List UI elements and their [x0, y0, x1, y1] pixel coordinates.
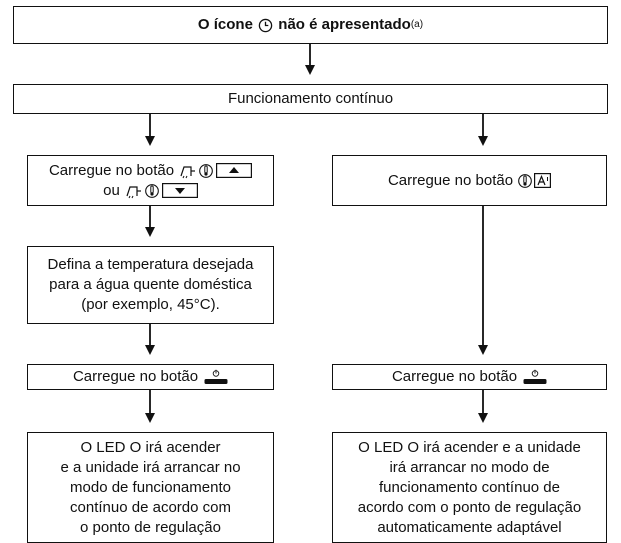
left-step2-line3: (por exemplo, 45°C). — [81, 296, 220, 313]
right-step1-box: Carregue no botão — [332, 155, 607, 206]
left-step2-line2: para a água quente doméstica — [49, 276, 252, 293]
left-step4-box: O LED O irá acender e a unidade irá arra… — [27, 432, 274, 543]
title-note: (a) — [410, 19, 424, 30]
left-step3-box: Carregue no botão — [27, 364, 274, 390]
right-step3-box: Carregue no botão — [332, 364, 607, 390]
tap-icon — [180, 165, 196, 178]
left-step3-label: Carregue no botão — [72, 368, 199, 385]
title-post: não é apresentado — [274, 16, 411, 33]
title-box: O ícone não é apresentado (a) — [13, 6, 608, 44]
left-step4-line5: o ponto de regulação — [80, 518, 221, 536]
tap-icon — [126, 185, 141, 198]
right-step4-line3: funcionamento contínuo de — [379, 478, 560, 496]
header-label: Funcionamento contínuo — [227, 90, 394, 107]
auto-a-button-icon — [534, 173, 552, 188]
left-step4-line3: modo de funcionamento — [70, 478, 231, 496]
left-step4-line2: e a unidade irá arrancar no — [60, 458, 241, 476]
left-step4-line4: contínuo de acordo com — [70, 498, 231, 516]
power-button-icon — [204, 369, 228, 384]
right-step3-label: Carregue no botão — [391, 368, 518, 385]
left-step1-box: Carregue no botão ou — [27, 155, 274, 206]
left-step2-box: Defina a temperatura desejada para a águ… — [27, 246, 274, 324]
left-step4-line1: O LED O irá acender — [80, 438, 221, 456]
left-step1-line1: Carregue no botão — [48, 161, 175, 179]
right-step1-label: Carregue no botão — [387, 171, 514, 189]
left-step1-line2-prefix: ou — [103, 181, 120, 199]
right-step4-box: O LED O irá acender e a unidade irá arra… — [332, 432, 607, 543]
clock-icon — [258, 18, 273, 32]
thermometer-icon — [518, 173, 532, 188]
thermometer-icon — [144, 183, 159, 198]
right-step4-line5: automaticamente adaptável — [377, 518, 562, 536]
title-pre: O ícone — [197, 16, 258, 33]
right-step4-line2: irá arrancar no modo de — [389, 458, 550, 476]
left-step2-line1: Defina a temperatura desejada — [47, 256, 254, 273]
thermometer-icon — [199, 163, 213, 178]
right-step4-line4: acordo com o ponto de regulação — [357, 498, 582, 516]
power-button-icon — [523, 369, 547, 384]
up-arrow-button-icon — [216, 163, 253, 178]
down-arrow-button-icon — [161, 183, 198, 198]
right-step4-line1: O LED O irá acender e a unidade — [358, 438, 581, 456]
header-box: Funcionamento contínuo — [13, 84, 608, 114]
